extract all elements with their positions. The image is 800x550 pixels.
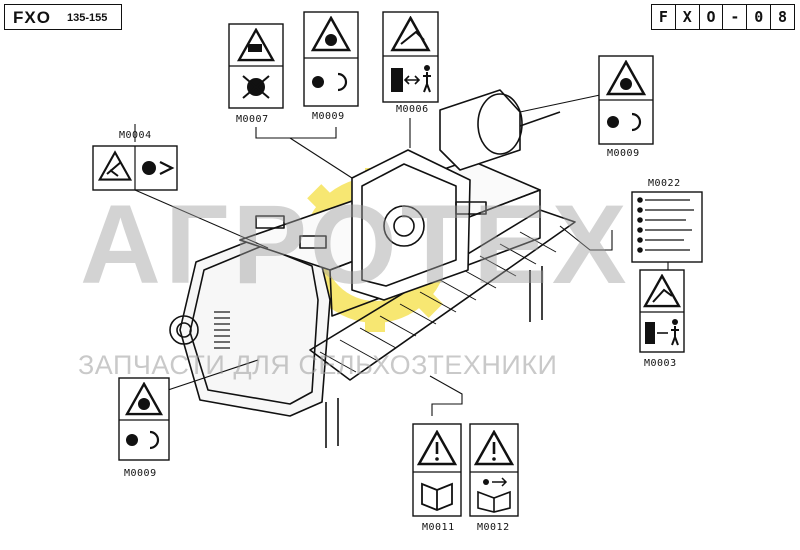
decal-m0003: [639, 269, 685, 353]
chevron-icon: [159, 161, 175, 175]
label-m0022: M0022: [648, 178, 681, 189]
service-tool-icon: [483, 479, 489, 485]
mulcher-machine: [169, 89, 576, 448]
reference-cell: 0: [747, 5, 772, 29]
label-m0012: M0012: [477, 522, 510, 533]
decal-m0011: [412, 423, 462, 517]
label-m0004: M0004: [119, 130, 152, 141]
watermark-subtitle: ЗАПЧАСТИ ДЛЯ СЕЛЬХОЗТЕХНИКИ: [78, 350, 558, 380]
reference-cell: F: [652, 5, 676, 29]
rotation-icon: [631, 112, 642, 132]
reference-cell: O: [700, 5, 724, 29]
label-m0007: M0007: [236, 114, 269, 125]
rotation-icon: [337, 72, 348, 92]
star-burst-icon: [607, 116, 619, 128]
decal-m0009-top: [303, 11, 359, 107]
person-icon: [672, 319, 678, 325]
decal-m0004: [92, 145, 178, 191]
decal-m0012: [469, 423, 519, 517]
reference-cell: X: [676, 5, 700, 29]
model-box: FXO 135-155: [4, 4, 122, 30]
manual-book-icon: [477, 490, 511, 513]
manual-book-icon: [421, 482, 453, 511]
machine-block-icon: [645, 322, 655, 344]
decal-m0009-right: [598, 55, 654, 145]
decal-m0022: [631, 191, 703, 263]
watermark-title: АГРОТЕХ: [80, 182, 631, 307]
label-m0006: M0006: [396, 104, 429, 115]
model-code: FXO: [13, 8, 51, 27]
star-burst-icon: [312, 76, 324, 88]
reference-cell: -: [723, 5, 748, 29]
decal-m0007: [228, 23, 284, 109]
reference-code-box: F X O - 0 8: [651, 4, 795, 30]
rotation-icon: [149, 430, 160, 450]
label-m0009-right: M0009: [607, 148, 640, 159]
star-burst-icon: [142, 161, 156, 175]
machine-block-icon: [391, 68, 403, 92]
decal-m0006: [382, 11, 439, 103]
person-icon: [424, 65, 430, 71]
decal-m0009-left: [118, 377, 170, 461]
label-m0011: M0011: [422, 522, 455, 533]
label-m0009-left: M0009: [124, 468, 157, 479]
leader-lines: [134, 94, 669, 416]
model-range: 135-155: [67, 12, 108, 24]
star-burst-icon: [126, 434, 138, 446]
label-m0009-top: M0009: [312, 111, 345, 122]
label-m0003: M0003: [644, 358, 677, 369]
reference-cell: 8: [778, 8, 788, 26]
